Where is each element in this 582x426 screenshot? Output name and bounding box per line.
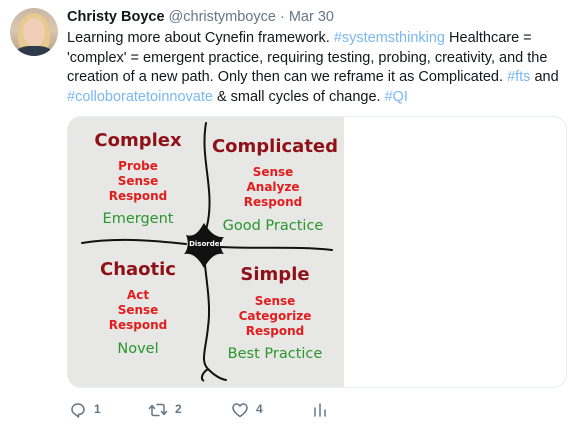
complex-practice: Emergent xyxy=(102,211,174,227)
cynefin-lines xyxy=(81,122,333,382)
complex-title: Complex xyxy=(94,130,182,151)
tweet-header: Christy Boyce @christymboyce · Mar 30 xyxy=(67,8,334,26)
hashtag-link[interactable]: #QI xyxy=(384,88,408,105)
chaotic-title: Chaotic xyxy=(100,259,176,280)
chaotic-step: Act xyxy=(126,288,150,302)
simple-step: Respond xyxy=(245,324,305,338)
hashtag-link[interactable]: #fts xyxy=(507,69,531,85)
tweet-media[interactable]: Disorder Complex Probe Sense Respond Eme… xyxy=(67,116,567,388)
disorder-center-shape xyxy=(184,223,224,268)
avatar[interactable] xyxy=(10,8,58,56)
reply-button[interactable]: 1 xyxy=(69,400,119,420)
tweet-text-segment: & small cycles of change. xyxy=(212,88,385,105)
simple-title: Simple xyxy=(240,264,310,285)
complicated-title: Complicated xyxy=(211,136,339,157)
complicated-step: Respond xyxy=(243,195,303,209)
tweet-actions: 1 2 4 xyxy=(67,400,367,420)
simple-practice: Best Practice xyxy=(227,346,323,362)
simple-step: Sense xyxy=(254,294,296,308)
heart-icon xyxy=(232,403,248,418)
tweet-text-segment: and xyxy=(530,69,559,85)
reply-icon xyxy=(71,403,85,418)
analytics-icon xyxy=(314,403,326,417)
like-count: 4 xyxy=(256,402,263,416)
simple-step: Categorize xyxy=(238,309,312,323)
complicated-step: Analyze xyxy=(246,180,300,194)
like-button[interactable]: 4 xyxy=(231,400,281,420)
hashtag-link[interactable]: #colloboratetoinnovate xyxy=(67,88,213,105)
tweet-text-segment: Healthcare = 'complex' = emergent practi… xyxy=(67,30,548,85)
chaotic-step: Sense xyxy=(117,303,159,317)
disorder-label: Disorder xyxy=(189,240,223,248)
retweet-button[interactable]: 2 xyxy=(148,400,198,420)
complicated-practice: Good Practice xyxy=(222,218,324,234)
tweet-text-segment: Learning more about Cynefin framework. xyxy=(67,30,334,46)
reply-count: 1 xyxy=(94,402,101,416)
complex-step: Respond xyxy=(108,189,168,203)
author-name[interactable]: Christy Boyce xyxy=(67,9,165,25)
tweet-text: Learning more about Cynefin framework. #… xyxy=(67,29,567,107)
retweet-icon xyxy=(148,403,168,417)
analytics-button[interactable] xyxy=(311,400,331,420)
chaotic-practice: Novel xyxy=(117,341,159,357)
separator: · xyxy=(279,9,285,25)
chaotic-step: Respond xyxy=(108,318,168,332)
cynefin-diagram: Disorder Complex Probe Sense Respond Eme… xyxy=(68,117,344,387)
complex-step: Probe xyxy=(118,159,158,173)
author-handle[interactable]: @christymboyce xyxy=(168,9,276,25)
tweet-date[interactable]: Mar 30 xyxy=(288,9,334,25)
retweet-count: 2 xyxy=(175,402,182,416)
hashtag-link[interactable]: #systemsthinking xyxy=(333,30,445,46)
complex-step: Sense xyxy=(117,174,159,188)
complicated-step: Sense xyxy=(252,165,294,179)
